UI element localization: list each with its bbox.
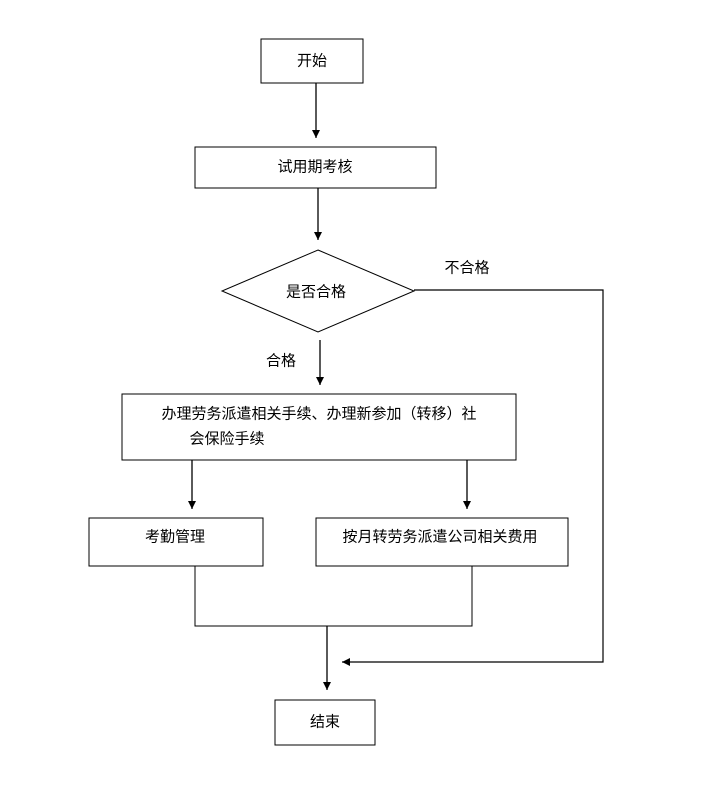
procedures-node: 办理劳务派遣相关手续、办理新参加（转移）社 会保险手续 [121, 393, 517, 461]
decision-label: 是否合格 [286, 283, 346, 301]
monthly-fee-node: 按月转劳务派遣公司相关费用 [315, 517, 569, 567]
monthly-fee-label: 按月转劳务派遣公司相关费用 [342, 528, 537, 546]
end-label: 结束 [310, 713, 340, 731]
probation-label: 试用期考核 [277, 158, 352, 176]
end-node: 结束 [274, 699, 376, 746]
start-node: 开始 [260, 38, 364, 84]
procedures-label-line2: 会保险手续 [189, 430, 264, 448]
arrow-fail-to-end [342, 289, 604, 666]
edge-label-fail: 不合格 [444, 259, 489, 277]
merge-connector [194, 566, 473, 627]
probation-node: 试用期考核 [194, 146, 437, 189]
attendance-node: 考勤管理 [88, 517, 264, 567]
decision-node: 是否合格 [220, 249, 416, 333]
procedures-label-line1: 办理劳务派遣相关手续、办理新参加（转移）社 [161, 405, 476, 423]
edge-label-pass: 合格 [266, 352, 296, 370]
start-label: 开始 [297, 52, 327, 70]
attendance-label: 考勤管理 [145, 528, 205, 546]
